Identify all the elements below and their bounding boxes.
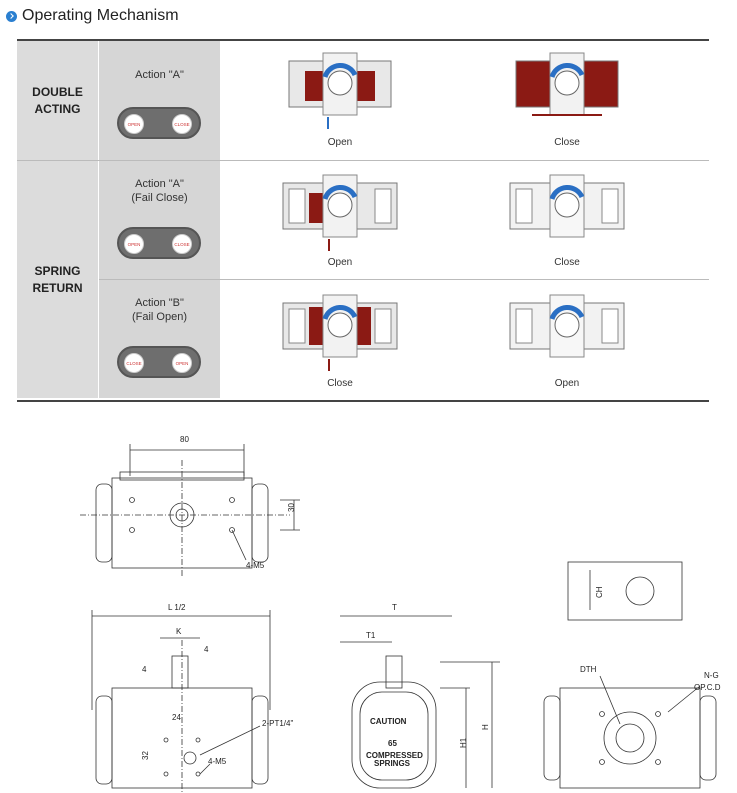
action-cell-a1: Action "A" OPEN CLOSE	[99, 41, 220, 160]
action-cell-a3: Action "B" (Fail Open) CLOSE OPEN	[99, 280, 220, 398]
dim-32: 32	[141, 751, 150, 760]
front-view-drawing: L 1/2 K 4 4 24 32 2-PT1/4" 4-M5	[91, 603, 293, 793]
mechanism-table: DOUBLE ACTING SPRING RETURN Action "A" OPE…	[17, 39, 709, 402]
t-label: T	[392, 603, 397, 612]
action-a2-subtitle: (Fail Close)	[131, 192, 188, 204]
actuator-diagram-r2-open	[282, 174, 398, 251]
chevron-right-icon	[6, 10, 17, 22]
spring-number: 65	[388, 739, 397, 748]
t1-label: T1	[366, 631, 376, 640]
row-label-spring-return: SPRING RETURN	[17, 161, 98, 398]
section-title-text: Operating Mechanism	[22, 7, 179, 24]
compressed-text-2: SPRINGS	[374, 759, 411, 768]
actuator-diagram-r2-close	[509, 174, 625, 238]
bolt-label-top: 4-M5	[246, 561, 265, 570]
action-a1-buttons: OPEN CLOSE	[117, 107, 201, 139]
row-label-double-acting: DOUBLE ACTING	[17, 41, 98, 160]
side-dim-30: 30	[287, 503, 296, 512]
actuator-diagram-r1-close	[515, 52, 619, 116]
open-button-a3: OPEN	[172, 353, 192, 373]
double-label-1: DOUBLE	[32, 84, 83, 99]
double-label-2: ACTING	[34, 101, 81, 116]
k-label: K	[176, 627, 182, 636]
dim-24: 24	[172, 713, 181, 722]
actuator-diagram-r3-open	[509, 294, 625, 358]
compressed-text-1: COMPRESSED	[366, 751, 423, 760]
actuator-diagram-r1-open	[288, 52, 392, 129]
caption-r1-right: Close	[554, 137, 580, 148]
open-button-a2: OPEN	[124, 234, 144, 254]
spring-label-2: RETURN	[32, 280, 83, 295]
actuator-diagram-r3-close	[282, 294, 398, 371]
top-view-drawing: 80 30 4-M5	[80, 435, 300, 576]
ch-label: CH	[595, 586, 604, 598]
bolt-label-front: 4-M5	[208, 757, 227, 766]
caption-r3-left: Close	[327, 378, 353, 389]
side-view-drawing: T T1 H1 H CAUTION 65 COMPRESSED SPRINGS	[340, 603, 500, 789]
dimension-drawings: 80 30 4-M5 L 1/2 K 4 4 24 32	[80, 435, 721, 793]
dth-label: DTH	[580, 665, 597, 674]
action-a2-title: Action "A"	[135, 178, 184, 190]
close-button-a2: CLOSE	[172, 234, 192, 254]
opcd-label: OP.C.D	[694, 683, 721, 692]
spring-label-1: SPRING	[34, 263, 81, 278]
top-dim-80: 80	[180, 435, 189, 444]
caution-text: CAUTION	[370, 717, 407, 726]
caption-r3-right: Open	[554, 378, 580, 389]
action-a3-subtitle: (Fail Open)	[131, 311, 188, 323]
h1-label: H1	[459, 737, 468, 748]
close-button-a3: CLOSE	[124, 353, 144, 373]
bottom-view-drawing: CH DTH N-G OP.C.D	[543, 561, 721, 789]
dim-4b: 4	[142, 665, 147, 674]
action-cell-a2: Action "A" (Fail Close) OPEN CLOSE	[99, 161, 220, 279]
caption-r2-right: Close	[554, 257, 580, 268]
port-label: 2-PT1/4"	[262, 719, 293, 728]
caption-r1-left: Open	[327, 137, 353, 148]
action-a3-buttons: CLOSE OPEN	[117, 346, 201, 378]
open-button-a1: OPEN	[124, 114, 144, 134]
h-label: H	[481, 724, 490, 730]
l12-label: L 1/2	[168, 603, 186, 612]
caption-r2-left: Open	[327, 257, 353, 268]
close-button-a1: CLOSE	[172, 114, 192, 134]
action-a3-title: Action "B"	[135, 297, 184, 309]
action-a2-buttons: OPEN CLOSE	[117, 227, 201, 259]
section-title: Operating Mechanism	[6, 6, 179, 26]
dim-4a: 4	[204, 645, 209, 654]
ng-label: N-G	[704, 671, 719, 680]
action-a1-title: Action "A"	[135, 69, 184, 81]
